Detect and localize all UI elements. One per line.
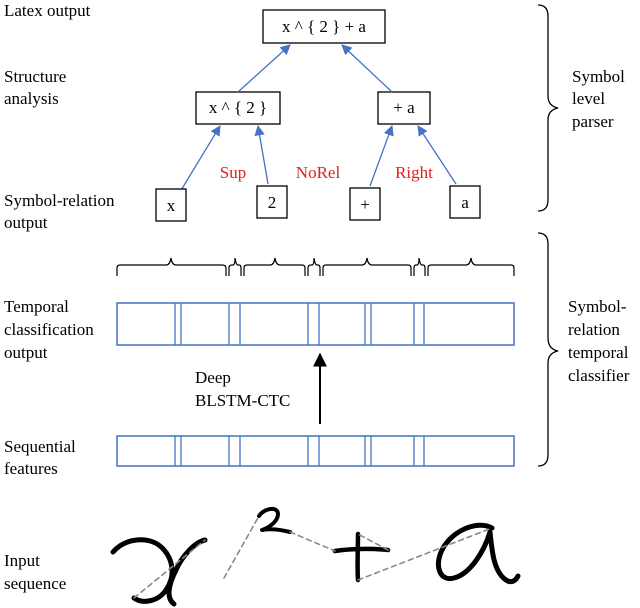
- segment-brace: [116, 257, 227, 276]
- tree-root-box: [262, 9, 386, 44]
- label-temporal-classifier-2: relation: [568, 320, 620, 339]
- symbol-box-plus: [349, 187, 381, 221]
- pen-up-x1-x2: [133, 539, 206, 599]
- symbol-box-2: [256, 185, 288, 219]
- label-structure-analysis-1: Structure: [4, 67, 66, 86]
- segment-braces: [116, 257, 515, 276]
- arrow-left-child-to-root: [237, 44, 291, 93]
- stroke-plus-h: [332, 546, 391, 554]
- label-sequential-features-1: Sequential: [4, 437, 76, 456]
- stroke-a: [436, 522, 521, 585]
- brace-symbol-level-parser: [537, 4, 559, 212]
- relation-sup: Sup: [220, 163, 246, 182]
- temporal-output-bar: [116, 302, 515, 346]
- tree-root-text: x ^ { 2 } + a: [282, 17, 366, 36]
- segment-brace: [322, 257, 412, 276]
- label-symbol-level-parser-3: parser: [572, 112, 614, 131]
- arrow-plus-to-right-child: [369, 125, 394, 187]
- stroke-x-1: [110, 537, 175, 604]
- arrow-2-to-left-child: [254, 124, 269, 185]
- label-symbol-relation-output-2: output: [4, 213, 48, 232]
- label-input-sequence-1: Input: [4, 551, 40, 570]
- pen-up-plush-plusv: [357, 533, 389, 551]
- blstm-label-2: BLSTM-CTC: [195, 391, 290, 410]
- stroke-2: [257, 507, 292, 534]
- segment-brace: [413, 257, 426, 276]
- tree-right-child-box: [377, 91, 431, 125]
- arrow-x-to-left-child: [179, 125, 221, 193]
- symbol-box-x: [155, 188, 187, 222]
- symbol-2-text: 2: [268, 193, 277, 212]
- segment-brace: [243, 257, 306, 276]
- pen-up-2-plus: [289, 531, 336, 552]
- handwritten-input: [110, 507, 521, 607]
- segment-brace: [427, 257, 515, 276]
- arrow-right-child-to-root: [341, 44, 393, 93]
- label-symbol-level-parser-1: Symbol: [572, 67, 625, 86]
- label-temporal-classifier-4: classifier: [568, 366, 630, 385]
- label-sequential-features-2: features: [4, 459, 58, 478]
- segment-brace: [307, 257, 321, 276]
- symbol-x-text: x: [167, 196, 176, 215]
- label-temporal-classification-2: classification: [4, 320, 94, 339]
- symbol-box-a: [449, 185, 481, 219]
- label-symbol-relation-output-1: Symbol-relation: [4, 191, 115, 210]
- tree-left-child-box: [195, 91, 281, 125]
- arrow-a-to-right-child: [417, 125, 457, 185]
- segment-brace: [228, 257, 242, 276]
- label-latex-output: Latex output: [4, 1, 91, 20]
- symbol-a-text: a: [461, 193, 469, 212]
- blstm-label-1: Deep: [195, 368, 231, 387]
- pen-up-plus-a: [357, 527, 493, 581]
- label-temporal-classifier-1: Symbol-: [568, 297, 627, 316]
- relation-right: Right: [395, 163, 433, 182]
- label-temporal-classifier-3: temporal: [568, 343, 629, 362]
- sequential-features-bar: [116, 435, 515, 467]
- tree-left-child-text: x ^ { 2 }: [209, 98, 267, 117]
- relation-norel: NoRel: [296, 163, 341, 182]
- label-temporal-classification-1: Temporal: [4, 297, 69, 316]
- brace-symbol-relation-temporal-classifier: [537, 232, 559, 467]
- label-temporal-classification-3: output: [4, 343, 48, 362]
- label-input-sequence-2: sequence: [4, 574, 66, 593]
- stroke-x-2: [166, 537, 208, 607]
- label-symbol-level-parser-2: level: [572, 89, 605, 108]
- label-structure-analysis-2: analysis: [4, 89, 59, 108]
- tree-right-child-text: + a: [393, 98, 415, 117]
- symbol-plus-text: +: [360, 195, 370, 214]
- pen-up-x-2: [223, 515, 260, 579]
